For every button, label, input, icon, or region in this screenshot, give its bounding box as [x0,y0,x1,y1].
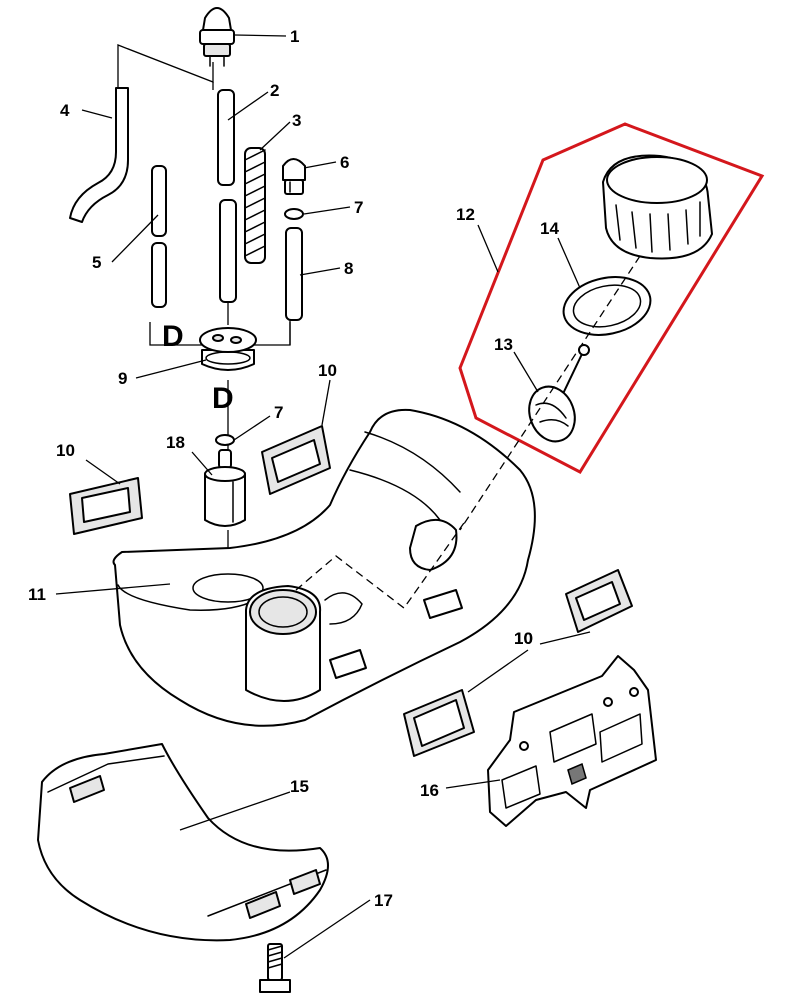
tank-bottom-guard [37,743,329,942]
damper-cushion-lower [403,689,475,757]
callout-3: 3 [292,111,301,130]
damper-cushion-right [565,569,633,633]
damper-cushion-upper [261,425,331,495]
callout-9: 9 [118,369,127,388]
callout-10-lower: 10 [514,629,533,648]
fuel-cap [602,154,713,260]
callout-14: 14 [540,219,559,238]
callout-11: 11 [28,585,46,604]
callout-17: 17 [374,891,393,910]
fuel-filter [204,449,246,527]
mounting-bracket [487,655,657,827]
callout-2: 2 [270,81,279,100]
callout-12: 12 [456,205,475,224]
connection-marker-d-bottom: D [212,382,234,415]
primer-bulb [199,7,235,67]
callout-13: 13 [494,335,513,354]
o-ring-upper [284,208,304,220]
cap-guide-line [459,255,641,531]
tank-grommet [199,327,257,371]
spiral-hose-protector [244,147,266,264]
callout-labels: 1 2 3 4 5 6 7 8 9 10 10 10 10 7 18 11 12… [28,27,559,910]
connection-marker-d-top: D [162,320,184,353]
callout-18: 18 [166,433,185,452]
damper-cushion-left [69,477,143,535]
callout-6: 6 [340,153,349,172]
callout-7-upper: 7 [354,198,363,217]
callout-1: 1 [290,27,299,46]
fuel-return-hose [69,87,129,223]
fuel-hose-short [151,165,167,308]
fuel-hose-straight [217,89,237,303]
callout-5: 5 [92,253,101,272]
cap-strainer [528,344,590,443]
callout-16: 16 [420,781,439,800]
callout-7-lower: 7 [274,403,283,422]
assembly-lines-top [117,44,291,590]
breather-valve [282,158,306,195]
cap-assembly-highlight [458,122,765,474]
leader-lines [55,34,591,959]
callout-10-left: 10 [56,441,75,460]
callout-4: 4 [60,101,70,120]
callout-10-right: 10 [514,629,533,648]
callout-10-upper: 10 [318,361,337,380]
vent-hose [285,227,303,321]
mounting-bolt [259,943,291,993]
fuel-tank [112,408,536,727]
o-ring-lower [215,434,235,446]
callout-8: 8 [344,259,353,278]
callout-15: 15 [290,777,309,796]
